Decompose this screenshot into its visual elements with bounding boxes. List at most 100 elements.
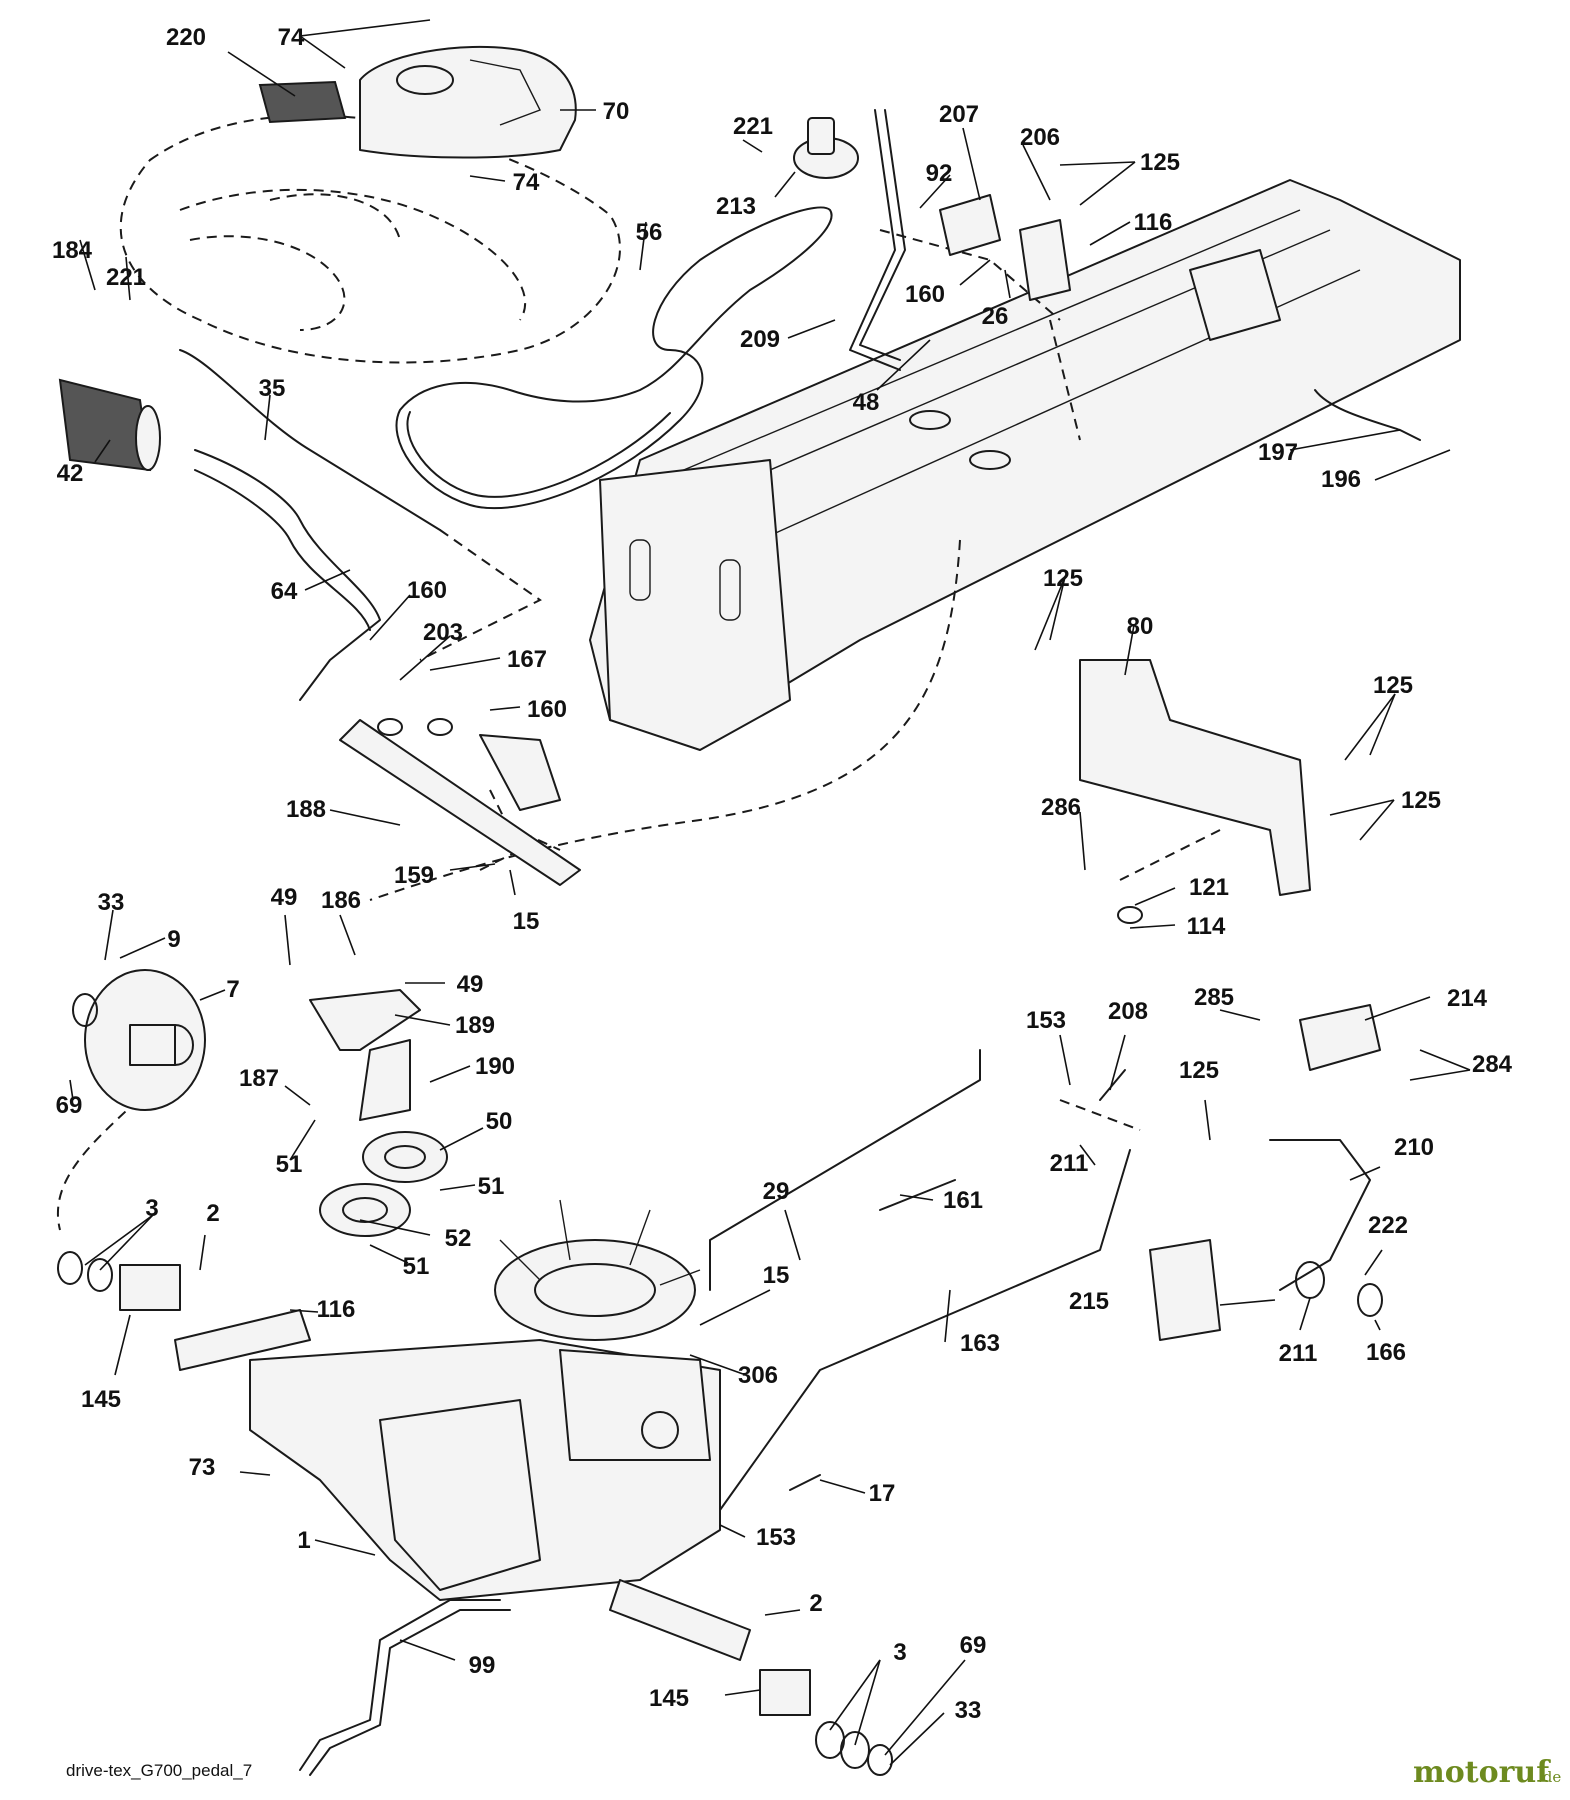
callout-7: 7 xyxy=(226,976,239,1003)
callout-1: 1 xyxy=(297,1527,310,1554)
callout-52: 52 xyxy=(445,1225,472,1252)
watermark-suffix: .de xyxy=(1538,1768,1561,1786)
grille-mesh xyxy=(258,80,347,124)
callout-125: 125 xyxy=(1401,787,1441,814)
callout-211: 211 xyxy=(1279,1340,1318,1367)
drive-belt xyxy=(395,206,833,510)
callout-35: 35 xyxy=(259,375,286,402)
callout-73: 73 xyxy=(189,1454,216,1481)
callout-64: 64 xyxy=(271,578,298,605)
hand-grip xyxy=(58,378,161,472)
callout-116: 116 xyxy=(317,1296,356,1323)
callout-203: 203 xyxy=(423,619,463,646)
callout-69: 69 xyxy=(56,1092,83,1119)
diagram-caption: drive-tex_G700_pedal_7 xyxy=(66,1761,252,1780)
callout-69: 69 xyxy=(960,1632,987,1659)
callout-145: 145 xyxy=(81,1386,121,1413)
rear-hitch xyxy=(1314,389,1421,441)
callout-145: 145 xyxy=(649,1685,689,1712)
callout-153: 153 xyxy=(1026,1007,1066,1034)
callout-2: 2 xyxy=(809,1590,822,1617)
callout-206: 206 xyxy=(1020,124,1060,151)
callout-50: 50 xyxy=(486,1108,513,1135)
callout-187: 187 xyxy=(239,1065,279,1092)
callout-284: 284 xyxy=(1472,1051,1513,1078)
callout-80: 80 xyxy=(1127,613,1154,640)
callout-167: 167 xyxy=(507,646,547,673)
pulley-bracket xyxy=(309,989,421,1121)
idler-pulleys xyxy=(319,1131,448,1237)
callout-184: 184 xyxy=(52,237,93,264)
callout-211: 211 xyxy=(1050,1150,1089,1177)
callout-215: 215 xyxy=(1069,1288,1109,1315)
springs xyxy=(789,1069,1126,1491)
callout-214: 214 xyxy=(1447,985,1488,1012)
callout-49: 49 xyxy=(457,971,484,998)
callout-99: 99 xyxy=(469,1652,496,1679)
callout-189: 189 xyxy=(455,1012,495,1039)
wheel-hub xyxy=(84,969,206,1111)
callout-125: 125 xyxy=(1373,672,1413,699)
callout-166: 166 xyxy=(1366,1339,1406,1366)
callout-153: 153 xyxy=(756,1524,796,1551)
callout-114: 114 xyxy=(1187,913,1226,940)
callout-48: 48 xyxy=(853,389,880,416)
callout-92: 92 xyxy=(926,160,953,187)
cross-shaft xyxy=(339,718,581,886)
callout-labels: 220 74 70 74 221 213 207 206 125 92 116 … xyxy=(52,24,1513,1724)
callout-125: 125 xyxy=(1140,149,1180,176)
callout-121: 121 xyxy=(1189,874,1229,901)
callout-70: 70 xyxy=(603,98,630,125)
callout-306: 306 xyxy=(738,1362,778,1389)
callout-51: 51 xyxy=(478,1173,505,1200)
callout-160: 160 xyxy=(407,577,447,604)
callout-190: 190 xyxy=(475,1053,515,1080)
callout-213: 213 xyxy=(716,193,756,220)
callout-197: 197 xyxy=(1258,439,1298,466)
side-plate xyxy=(1079,659,1311,924)
assembly-lines xyxy=(57,229,1221,1231)
callout-159: 159 xyxy=(394,862,434,889)
trim-rod xyxy=(299,1599,511,1776)
frame xyxy=(589,179,1461,751)
callout-42: 42 xyxy=(57,460,84,487)
callout-15: 15 xyxy=(513,908,540,935)
washers xyxy=(57,993,893,1776)
callout-209: 209 xyxy=(740,326,780,353)
callout-196: 196 xyxy=(1321,466,1361,493)
callout-74: 74 xyxy=(278,24,305,51)
callout-286: 286 xyxy=(1041,794,1081,821)
callout-3: 3 xyxy=(893,1639,906,1666)
control-rods xyxy=(709,1049,1131,1511)
axle-brackets xyxy=(119,1264,811,1716)
callout-160: 160 xyxy=(905,281,945,308)
callout-221: 221 xyxy=(106,264,146,291)
callout-208: 208 xyxy=(1108,998,1148,1025)
callout-49: 49 xyxy=(271,884,298,911)
callout-33: 33 xyxy=(98,889,125,916)
callout-125: 125 xyxy=(1043,565,1083,592)
callout-2: 2 xyxy=(206,1200,219,1227)
callout-285: 285 xyxy=(1194,984,1234,1011)
brake-pedal xyxy=(1149,1004,1383,1341)
shift-lever xyxy=(849,109,906,371)
callout-221: 221 xyxy=(733,113,773,140)
callout-186: 186 xyxy=(321,887,361,914)
callout-188: 188 xyxy=(286,796,326,823)
callout-33: 33 xyxy=(955,1697,982,1724)
cooling-fan xyxy=(494,1199,701,1341)
transaxle xyxy=(174,1309,751,1661)
callout-15: 15 xyxy=(763,1262,790,1289)
callout-29: 29 xyxy=(763,1178,790,1205)
callout-116: 116 xyxy=(1134,209,1173,236)
callout-9: 9 xyxy=(167,926,180,953)
leader-lines xyxy=(69,19,1471,1766)
dash-cover xyxy=(359,45,577,159)
callout-220: 220 xyxy=(166,24,206,51)
callout-207: 207 xyxy=(939,101,979,128)
callout-26: 26 xyxy=(982,303,1009,330)
callout-161: 161 xyxy=(943,1187,983,1214)
callout-163: 163 xyxy=(960,1330,1000,1357)
callout-56: 56 xyxy=(636,219,663,246)
